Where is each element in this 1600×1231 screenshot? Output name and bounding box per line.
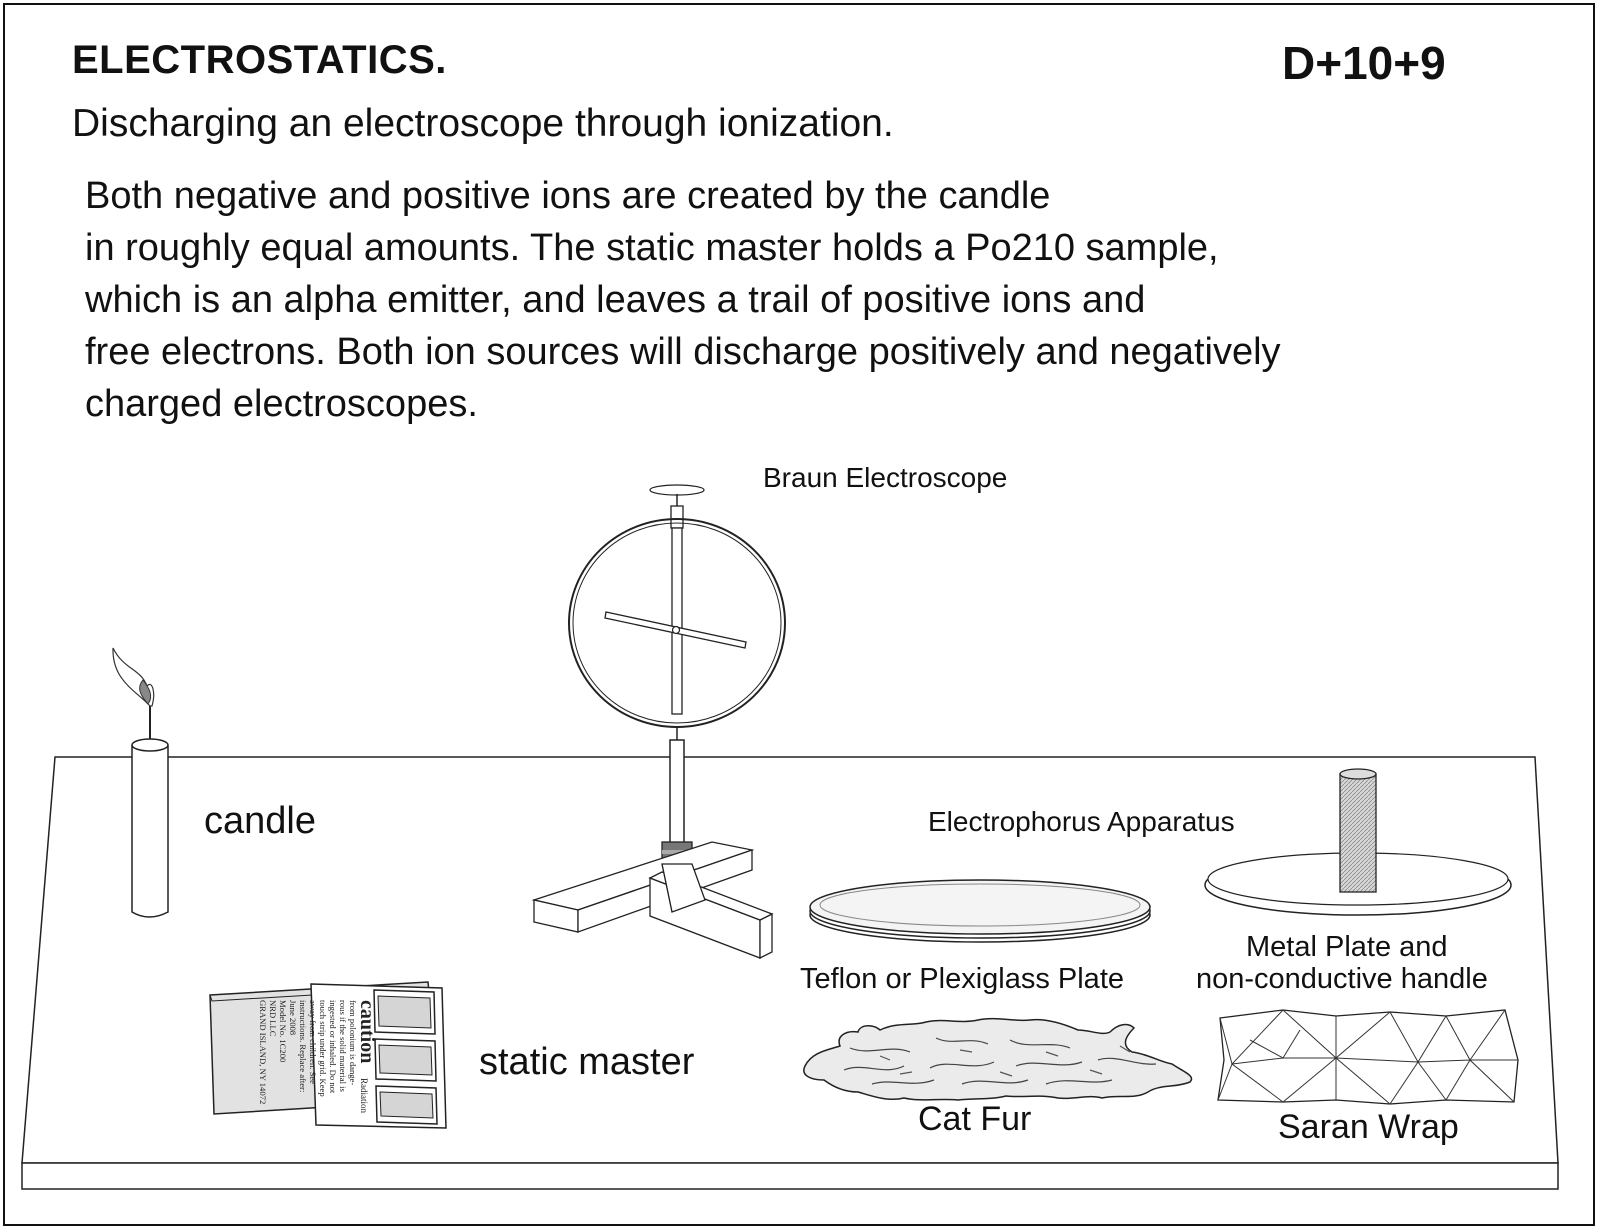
sticker-line: ingested or inhaled. Do not: [328, 1000, 338, 1094]
sticker-line: Model No. 1C200: [278, 1000, 288, 1062]
label-static-master: static master: [479, 1041, 695, 1083]
sticker-line: June 2008: [288, 1000, 298, 1035]
page-subtitle: Discharging an electroscope through ioni…: [72, 102, 894, 145]
sticker-line: instructions. Replace after:: [298, 1000, 308, 1092]
label-metal-plate-line2: non-conductive handle: [1196, 963, 1488, 995]
sticker-line: touch strip under grid. Keep: [318, 1000, 328, 1097]
candle-illustration: [112, 647, 169, 918]
braun-electroscope-illustration: [531, 484, 786, 960]
page-frame: [3, 3, 1595, 1226]
page-title: ELECTROSTATICS.: [72, 38, 447, 82]
sticker-heading: caution: [356, 1000, 378, 1063]
cat-fur-illustration: [803, 1017, 1193, 1101]
label-teflon-plate: Teflon or Plexiglass Plate: [800, 963, 1124, 995]
description-line: free electrons. Both ion sources will di…: [85, 331, 1281, 373]
metal-plate-illustration: [1204, 768, 1512, 916]
label-electrophorus-apparatus: Electrophorus Apparatus: [928, 806, 1235, 837]
label-metal-plate-line1: Metal Plate and: [1246, 931, 1448, 963]
description-line: charged electroscopes.: [85, 383, 478, 425]
description-line: Both negative and positive ions are crea…: [85, 175, 1051, 217]
label-saran-wrap: Saran Wrap: [1278, 1108, 1459, 1146]
description: Both negative and positive ions are crea…: [85, 170, 1281, 430]
sticker-line: away from children. See: [308, 1000, 318, 1084]
description-line: in roughly equal amounts. The static mas…: [85, 227, 1219, 269]
label-cat-fur: Cat Fur: [918, 1100, 1032, 1138]
page-code: D+10+9: [1282, 37, 1446, 89]
sticker-line: from polonium is dange-: [348, 1000, 358, 1085]
sticker-line: GRAND ISLAND, NY 14072: [258, 1000, 268, 1104]
label-candle: candle: [204, 800, 316, 842]
sticker-line: rous if the solid material is: [338, 1000, 348, 1093]
sticker-line: NRD LLC: [268, 1000, 278, 1037]
saran-wrap-illustration: [1217, 1009, 1519, 1105]
sticker-side-text: Radiation: [359, 1078, 369, 1113]
label-braun-electroscope: Braun Electroscope: [763, 462, 1008, 493]
description-line: which is an alpha emitter, and leaves a …: [85, 279, 1146, 321]
static-master-illustration: caution Radiation from polonium is dange…: [209, 981, 447, 1129]
teflon-plate-illustration: [809, 879, 1151, 943]
